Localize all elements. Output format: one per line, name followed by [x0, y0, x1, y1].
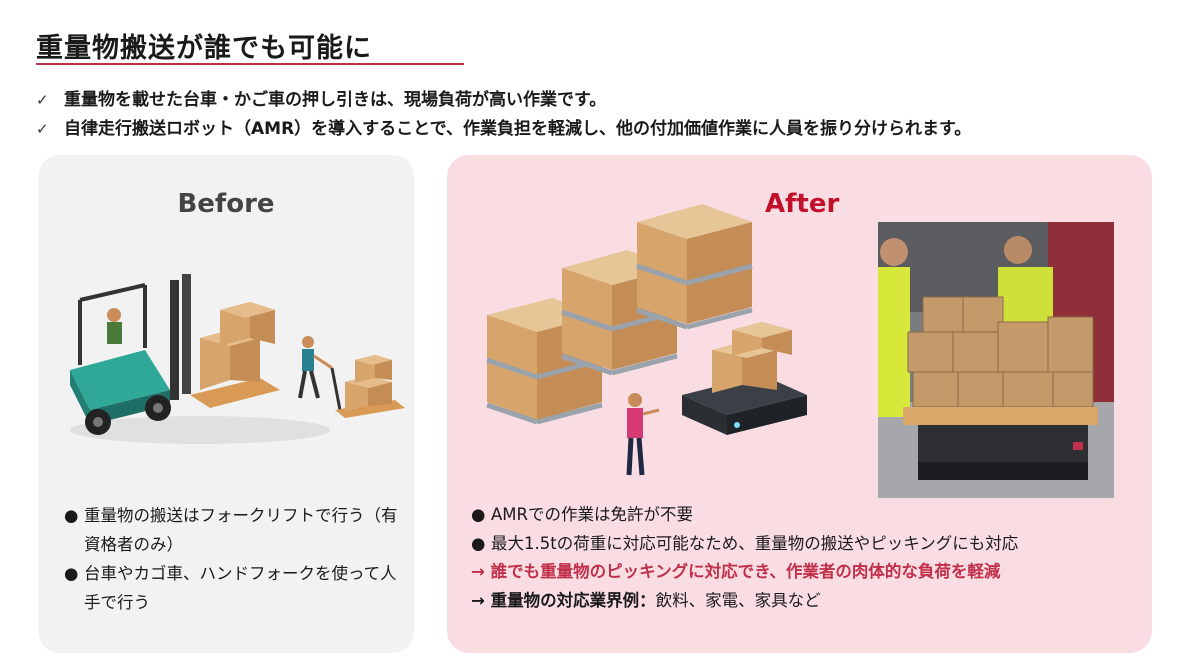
- after-examples: → 重量物の対応業界例：飲料、家電、家具など: [471, 587, 1018, 616]
- forklift-illustration: [70, 274, 405, 444]
- after-item: ●最大1.5tの荷重に対応可能なため、重量物の搬送やピッキングにも対応: [471, 530, 1018, 559]
- after-panel: After: [447, 155, 1152, 653]
- before-item-text: 重量物の搬送はフォークリフトで行う（有資格者のみ）: [84, 506, 398, 554]
- bullet-dot-icon: ●: [64, 506, 79, 525]
- examples-label: → 重量物の対応業界例：: [471, 590, 656, 610]
- after-item: ● AMRでの作業は免許が不要: [471, 501, 1018, 530]
- check-icon: ✓: [36, 91, 49, 109]
- examples-value: 飲料、家電、家具など: [655, 590, 821, 610]
- bullet-dot-icon: ●: [471, 533, 486, 553]
- after-highlight: → 誰でも重量物のピッキングに対応でき、作業者の肉体的な負荷を軽減: [471, 562, 1001, 581]
- before-item-text: 台車やカゴ車、ハンドフォークを使って人手で行う: [84, 564, 397, 612]
- after-item-text: AMRでの作業は免許が不要: [491, 505, 693, 524]
- page-title: 重量物搬送が誰でも可能に: [36, 33, 372, 64]
- intro-bullet-text: 自律走行搬送ロボット（AMR）を導入することで、作業負担を軽減し、他の付加価値作…: [64, 119, 972, 139]
- after-item-text: 最大1.5tの荷重に対応可能なため、重量物の搬送やピッキングにも対応: [491, 533, 1019, 553]
- bullet-dot-icon: ●: [471, 505, 486, 524]
- before-list: ● 重量物の搬送はフォークリフトで行う（有資格者のみ） ● 台車やカゴ車、ハンド…: [64, 501, 404, 617]
- after-heading: After: [765, 189, 840, 219]
- after-list: ●AMRでの作業は免許が不要 ●最大1.5tの荷重に対応可能なため、重量物の搬送…: [471, 501, 1018, 615]
- intro-bullet: ✓ 自律走行搬送ロボット（AMR）を導入することで、作業負担を軽減し、他の付加価…: [36, 115, 971, 144]
- before-panel: Before: [38, 155, 414, 653]
- before-heading: Before: [177, 189, 275, 219]
- amr-warehouse-illustration: [486, 204, 807, 476]
- intro-bullet-text: 重量物を載せた台車・かご車の押し引きは、現場負荷が高い作業です。: [64, 90, 607, 110]
- intro-bullet: ✓ 重量物を載せた台車・かご車の押し引きは、現場負荷が高い作業です。: [36, 86, 971, 115]
- before-item: ● 重量物の搬送はフォークリフトで行う（有資格者のみ）: [64, 501, 404, 559]
- warehouse-photo-image: [878, 222, 1114, 498]
- check-icon: ✓: [36, 120, 49, 138]
- title-underline: [36, 63, 464, 65]
- before-item: ● 台車やカゴ車、ハンドフォークを使って人手で行う: [64, 559, 404, 617]
- intro-bullets: ✓ 重量物を載せた台車・かご車の押し引きは、現場負荷が高い作業です。 ✓ 自律走…: [36, 86, 971, 144]
- amr-photo: [878, 222, 1114, 498]
- bullet-dot-icon: ●: [64, 564, 79, 583]
